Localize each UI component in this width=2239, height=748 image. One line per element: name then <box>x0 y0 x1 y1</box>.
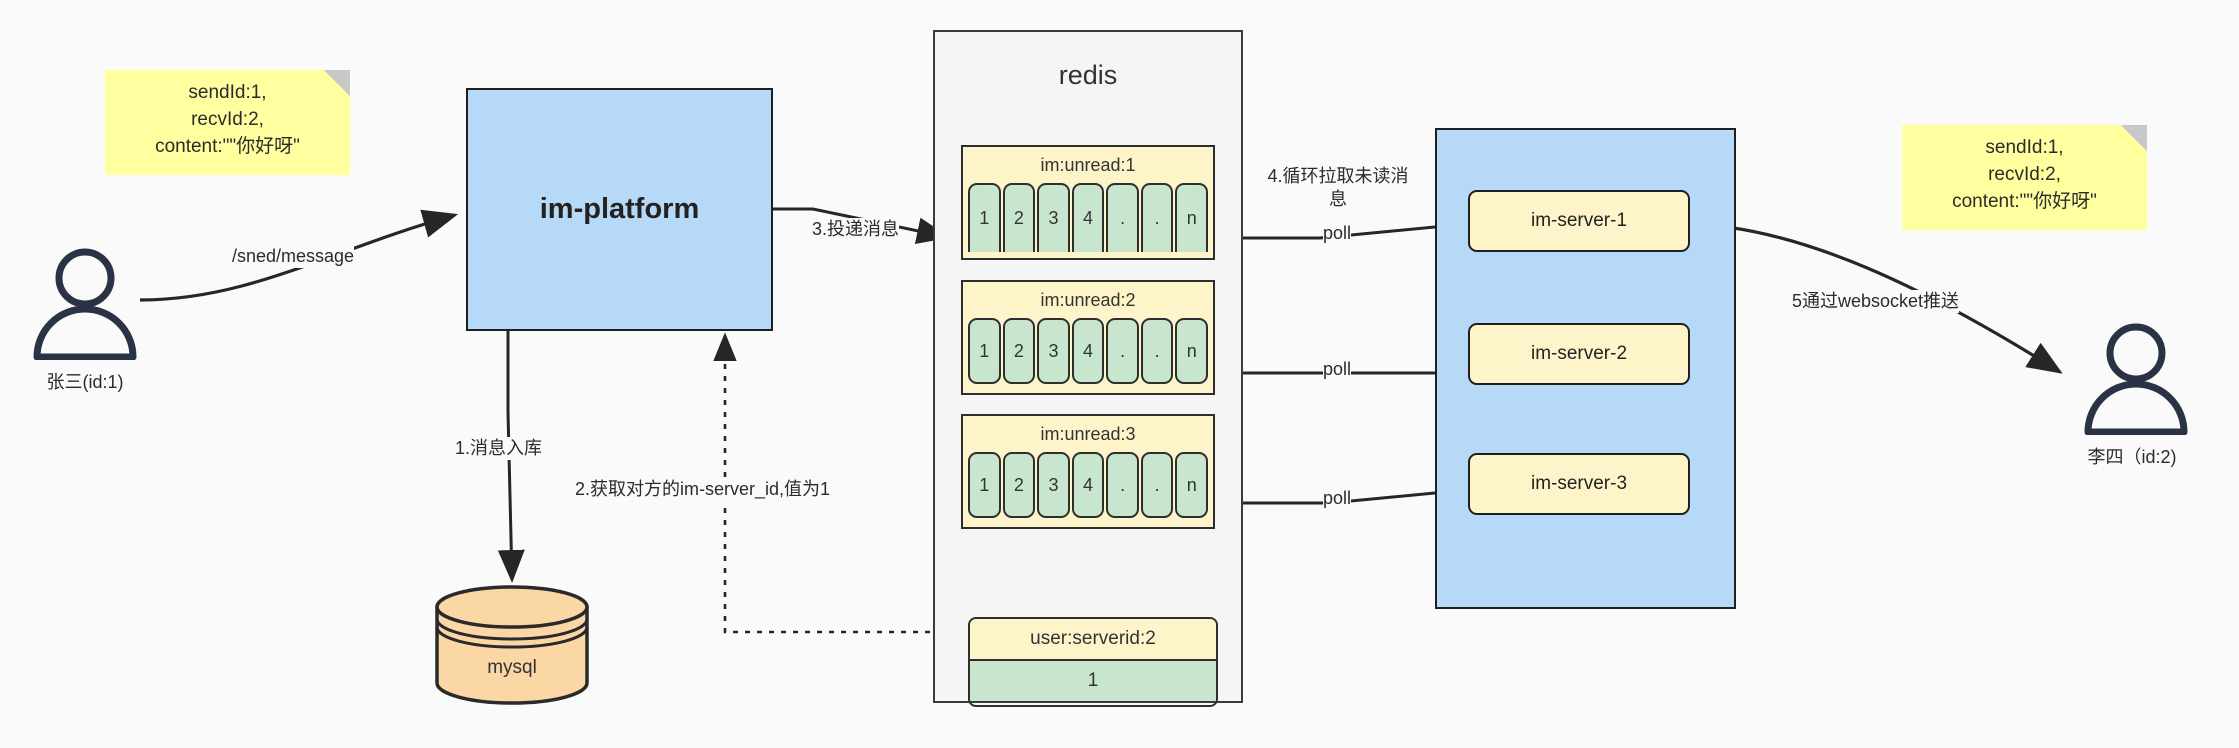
im-platform-box[interactable]: im-platform <box>466 88 773 331</box>
edge-label-step4: 4.循环拉取未读消 息 <box>1258 165 1418 212</box>
list-cell[interactable]: 2 <box>1002 318 1036 384</box>
note-left-text: sendId:1, recvId:2, content:""你好呀" <box>155 82 300 157</box>
list-cell[interactable]: . <box>1140 318 1174 384</box>
list-cell[interactable]: 4 <box>1071 318 1105 384</box>
edge-label-poll-3: poll <box>1323 487 1352 511</box>
im-server-3-label: im-server-3 <box>1530 473 1628 494</box>
redis-list-im-unread-1[interactable]: im:unread:1 1 2 3 4 . . n <box>961 145 1215 260</box>
database-cylinder-icon <box>435 585 589 705</box>
note-fold-icon <box>2121 125 2147 151</box>
list-cell[interactable]: . <box>1140 452 1174 518</box>
list-cell[interactable]: n <box>1175 452 1209 518</box>
list-cell[interactable]: . <box>1140 183 1174 252</box>
redis-kv-value: 1 <box>970 661 1216 701</box>
edge-label-poll-1: poll <box>1323 222 1352 246</box>
actor-sender-label: 张三(id:1) <box>46 372 124 392</box>
redis-title: redis <box>1058 60 1118 90</box>
note-fold-icon <box>324 70 350 96</box>
im-server-group: im-server-1 im-server-2 im-server-3 <box>1435 128 1736 609</box>
message-note-left: sendId:1, recvId:2, content:""你好呀" <box>105 70 350 175</box>
mysql-cylinder: mysql <box>432 585 592 705</box>
im-server-1-label: im-server-1 <box>1530 210 1628 231</box>
user-icon <box>2084 323 2188 435</box>
list-cell[interactable]: . <box>1106 318 1139 384</box>
redis-kv-key: user:serverid:2 <box>970 619 1216 661</box>
im-platform-label: im-platform <box>539 193 700 225</box>
list-cell[interactable]: 4 <box>1071 183 1105 252</box>
user-icon <box>33 248 137 360</box>
list-cell[interactable]: 3 <box>1037 452 1070 518</box>
redis-list-im-unread-2[interactable]: im:unread:2 1 2 3 4 . . n <box>961 280 1215 395</box>
list-cell[interactable]: 1 <box>968 452 1001 518</box>
redis-list-2-cells: 1 2 3 4 . . n <box>963 318 1213 390</box>
im-server-2-box[interactable]: im-server-2 <box>1468 323 1690 385</box>
redis-list-1-cells: 1 2 3 4 . . n <box>963 183 1213 255</box>
edge-label-poll-2: poll <box>1323 358 1352 382</box>
message-note-right: sendId:1, recvId:2, content:""你好呀" <box>1902 125 2147 230</box>
list-cell[interactable]: . <box>1106 183 1139 252</box>
im-server-3-box[interactable]: im-server-3 <box>1468 453 1690 515</box>
redis-list-2-key: im:unread:2 <box>1040 290 1136 310</box>
edge-label-step5: 5通过websocket推送 <box>1792 290 1960 314</box>
edge-label-send-message: /sned/message <box>232 245 355 269</box>
redis-kv-user-serverid[interactable]: user:serverid:2 1 <box>968 617 1218 707</box>
redis-container: redis im:unread:1 1 2 3 4 . . n im:unrea… <box>933 30 1243 707</box>
actor-receiver: 李四（id:2) <box>2076 320 2196 469</box>
list-cell[interactable]: . <box>1106 452 1139 518</box>
list-cell[interactable]: n <box>1175 183 1209 252</box>
list-cell[interactable]: 4 <box>1071 452 1105 518</box>
redis-list-3-cells: 1 2 3 4 . . n <box>963 452 1213 524</box>
list-cell[interactable]: 3 <box>1037 183 1070 252</box>
edge-label-step2: 2.获取对方的im-server_id,值为1 <box>575 478 831 502</box>
list-cell[interactable]: 1 <box>968 183 1001 252</box>
note-right-text: sendId:1, recvId:2, content:""你好呀" <box>1952 137 2097 212</box>
redis-list-1-key: im:unread:1 <box>1040 155 1136 175</box>
list-cell[interactable]: 1 <box>968 318 1001 384</box>
actor-sender: 张三(id:1) <box>25 245 145 394</box>
actor-receiver-label: 李四（id:2) <box>2087 447 2177 467</box>
redis-list-im-unread-3[interactable]: im:unread:3 1 2 3 4 . . n <box>961 414 1215 529</box>
list-cell[interactable]: 2 <box>1002 183 1036 252</box>
list-cell[interactable]: 3 <box>1037 318 1070 384</box>
list-cell[interactable]: n <box>1175 318 1209 384</box>
edge-label-step1: 1.消息入库 <box>455 437 543 461</box>
edge-label-step3: 3.投递消息 <box>812 218 900 242</box>
mysql-label: mysql <box>487 657 537 678</box>
im-server-1-box[interactable]: im-server-1 <box>1468 190 1690 252</box>
redis-list-3-key: im:unread:3 <box>1040 424 1136 444</box>
im-server-2-label: im-server-2 <box>1530 343 1628 364</box>
list-cell[interactable]: 2 <box>1002 452 1036 518</box>
